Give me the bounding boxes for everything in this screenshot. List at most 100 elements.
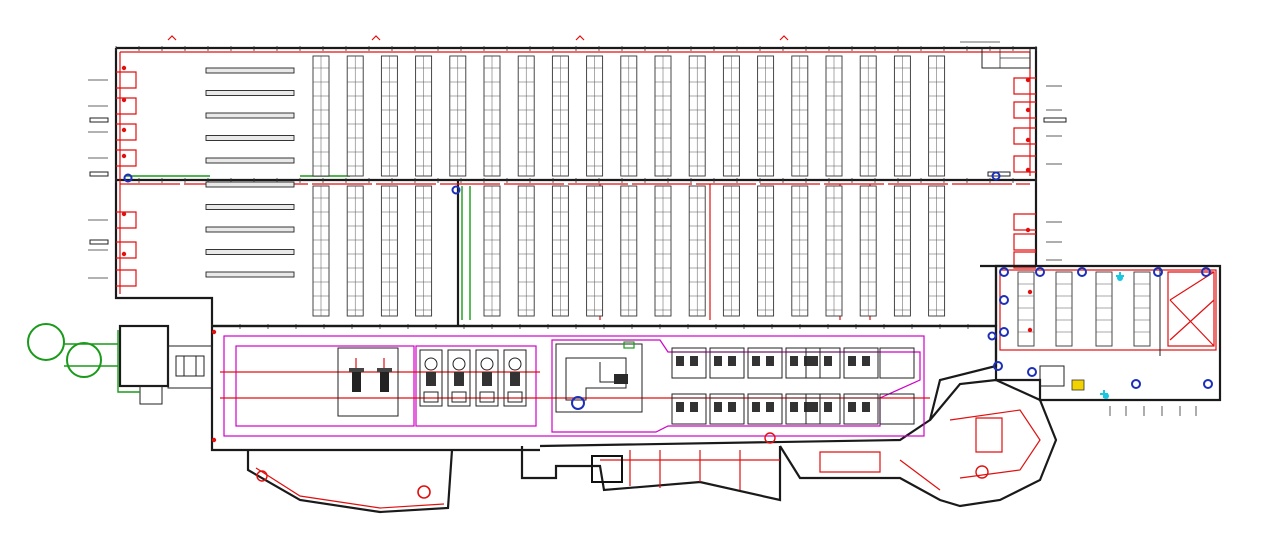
- fan-marker-10-icon: [993, 361, 1003, 371]
- annex-rack-2: [1095, 271, 1113, 347]
- control-pump-icon: [571, 396, 585, 410]
- process-unit-1: [454, 372, 464, 386]
- west-bay-6: [116, 269, 137, 287]
- bank-b-machine: [862, 402, 870, 412]
- process-cell-1: [447, 349, 471, 407]
- pump-house: [118, 324, 170, 388]
- valve-marker-14-icon: [211, 437, 217, 443]
- bank-a-machine: [676, 402, 684, 412]
- fire-line: [119, 51, 1031, 294]
- process-vessel-0: [424, 357, 438, 371]
- valve-marker-2-icon: [121, 127, 127, 133]
- valve-marker-0-icon: [121, 65, 127, 71]
- south-red-marker-icon: [764, 432, 776, 444]
- valve-marker-13-icon: [211, 329, 217, 335]
- fan-marker-9-icon: [1131, 379, 1141, 389]
- bank-b-machine: [824, 356, 832, 366]
- bank-a-cell: [709, 393, 745, 425]
- process-unit-3: [510, 372, 520, 386]
- south-office-partitions: [600, 450, 780, 490]
- bank-a-machine: [728, 402, 736, 412]
- shelf-lower-0: [205, 181, 295, 188]
- bank-b-cell: [843, 393, 879, 425]
- west-bay-1: [116, 97, 137, 115]
- east-bay-3: [1013, 155, 1036, 173]
- process-cell-0: [419, 349, 443, 407]
- process-vessel-3: [508, 357, 522, 371]
- south-red-marker-icon: [975, 465, 989, 479]
- bank-a-cell: [709, 347, 745, 379]
- magenta-loop-east: [551, 339, 921, 433]
- fan-marker-8-icon: [1203, 379, 1213, 389]
- plan-markers: [121, 65, 1213, 443]
- bank-a-machine: [728, 356, 736, 366]
- east-bay-6: [1013, 251, 1036, 269]
- bank-a-machine: [804, 356, 812, 366]
- bank-a-machine: [766, 356, 774, 366]
- pump-annex: [139, 385, 163, 405]
- blue-node-2-icon: [123, 173, 133, 183]
- east-bay-0: [1013, 77, 1036, 95]
- blue-node-3-icon: [451, 185, 461, 195]
- bank-b-machine: [848, 402, 856, 412]
- fan-marker-7-icon: [1027, 367, 1037, 377]
- control-green-box: [623, 341, 635, 349]
- pump-room-equipment: [175, 355, 205, 377]
- fan-marker-4-icon: [1201, 267, 1211, 277]
- grid-bubble: [167, 35, 177, 41]
- process-base-3: [507, 391, 523, 403]
- shelf-lower-2: [205, 226, 295, 233]
- south-east-rooms: [819, 409, 1041, 491]
- south-east-lobby: [779, 378, 1058, 508]
- bank-b-machine: [810, 402, 818, 412]
- east-bay-1: [1013, 101, 1036, 119]
- bank-a-cell: [747, 347, 783, 379]
- valve-marker-4-icon: [121, 211, 127, 217]
- west-bay-0: [116, 71, 137, 89]
- title-block: [960, 41, 1031, 69]
- control-panel: [614, 374, 628, 384]
- shelf-lower-1: [205, 204, 295, 210]
- valve-marker-3-icon: [121, 153, 127, 159]
- bank-b-cell: [879, 347, 915, 379]
- bank-b-cell: [805, 347, 841, 379]
- side-bays: [88, 71, 1067, 287]
- west-bay-3: [116, 149, 137, 167]
- shelf-upper-0: [205, 67, 295, 74]
- bank-a-machine: [790, 402, 798, 412]
- tank-0-icon: [27, 323, 65, 361]
- bank-b-machine: [862, 356, 870, 366]
- bank-b-cell: [805, 393, 841, 425]
- press-cap-1: [377, 368, 392, 372]
- annex-rack-0: [1017, 271, 1035, 347]
- valve-marker-8-icon: [1025, 137, 1031, 143]
- press-enclosure: [337, 347, 399, 417]
- bank-b-cell: [879, 393, 915, 425]
- magenta-loop-west: [235, 345, 415, 427]
- process-base-0: [423, 391, 439, 403]
- west-door-mark: [89, 239, 109, 245]
- press-unit-0: [352, 372, 361, 392]
- south-red-marker-icon: [256, 470, 268, 482]
- grid-bubble: [371, 35, 381, 41]
- bank-b-machine: [810, 356, 818, 366]
- bank-a-machine: [804, 402, 812, 412]
- tank-connector: [64, 343, 118, 367]
- bank-a-machine: [752, 402, 760, 412]
- process-base-2: [479, 391, 495, 403]
- magenta-loop-outer: [223, 335, 925, 437]
- bank-a-cell: [785, 347, 821, 379]
- process-vessel-2: [480, 357, 494, 371]
- south-red-marker-icon: [417, 485, 431, 499]
- bank-a-cell: [785, 393, 821, 425]
- annex-yellow-panel: [1071, 379, 1085, 391]
- lobby-core: [975, 417, 1003, 453]
- west-door-mark: [89, 117, 109, 123]
- valve-marker-6-icon: [1025, 77, 1031, 83]
- bank-a-machine: [766, 402, 774, 412]
- shelf-upper-2: [205, 112, 295, 119]
- fan-marker-5-icon: [999, 295, 1009, 305]
- south-office-block: [520, 446, 782, 502]
- bank-a-cell: [671, 347, 707, 379]
- east-bay-2: [1013, 127, 1036, 145]
